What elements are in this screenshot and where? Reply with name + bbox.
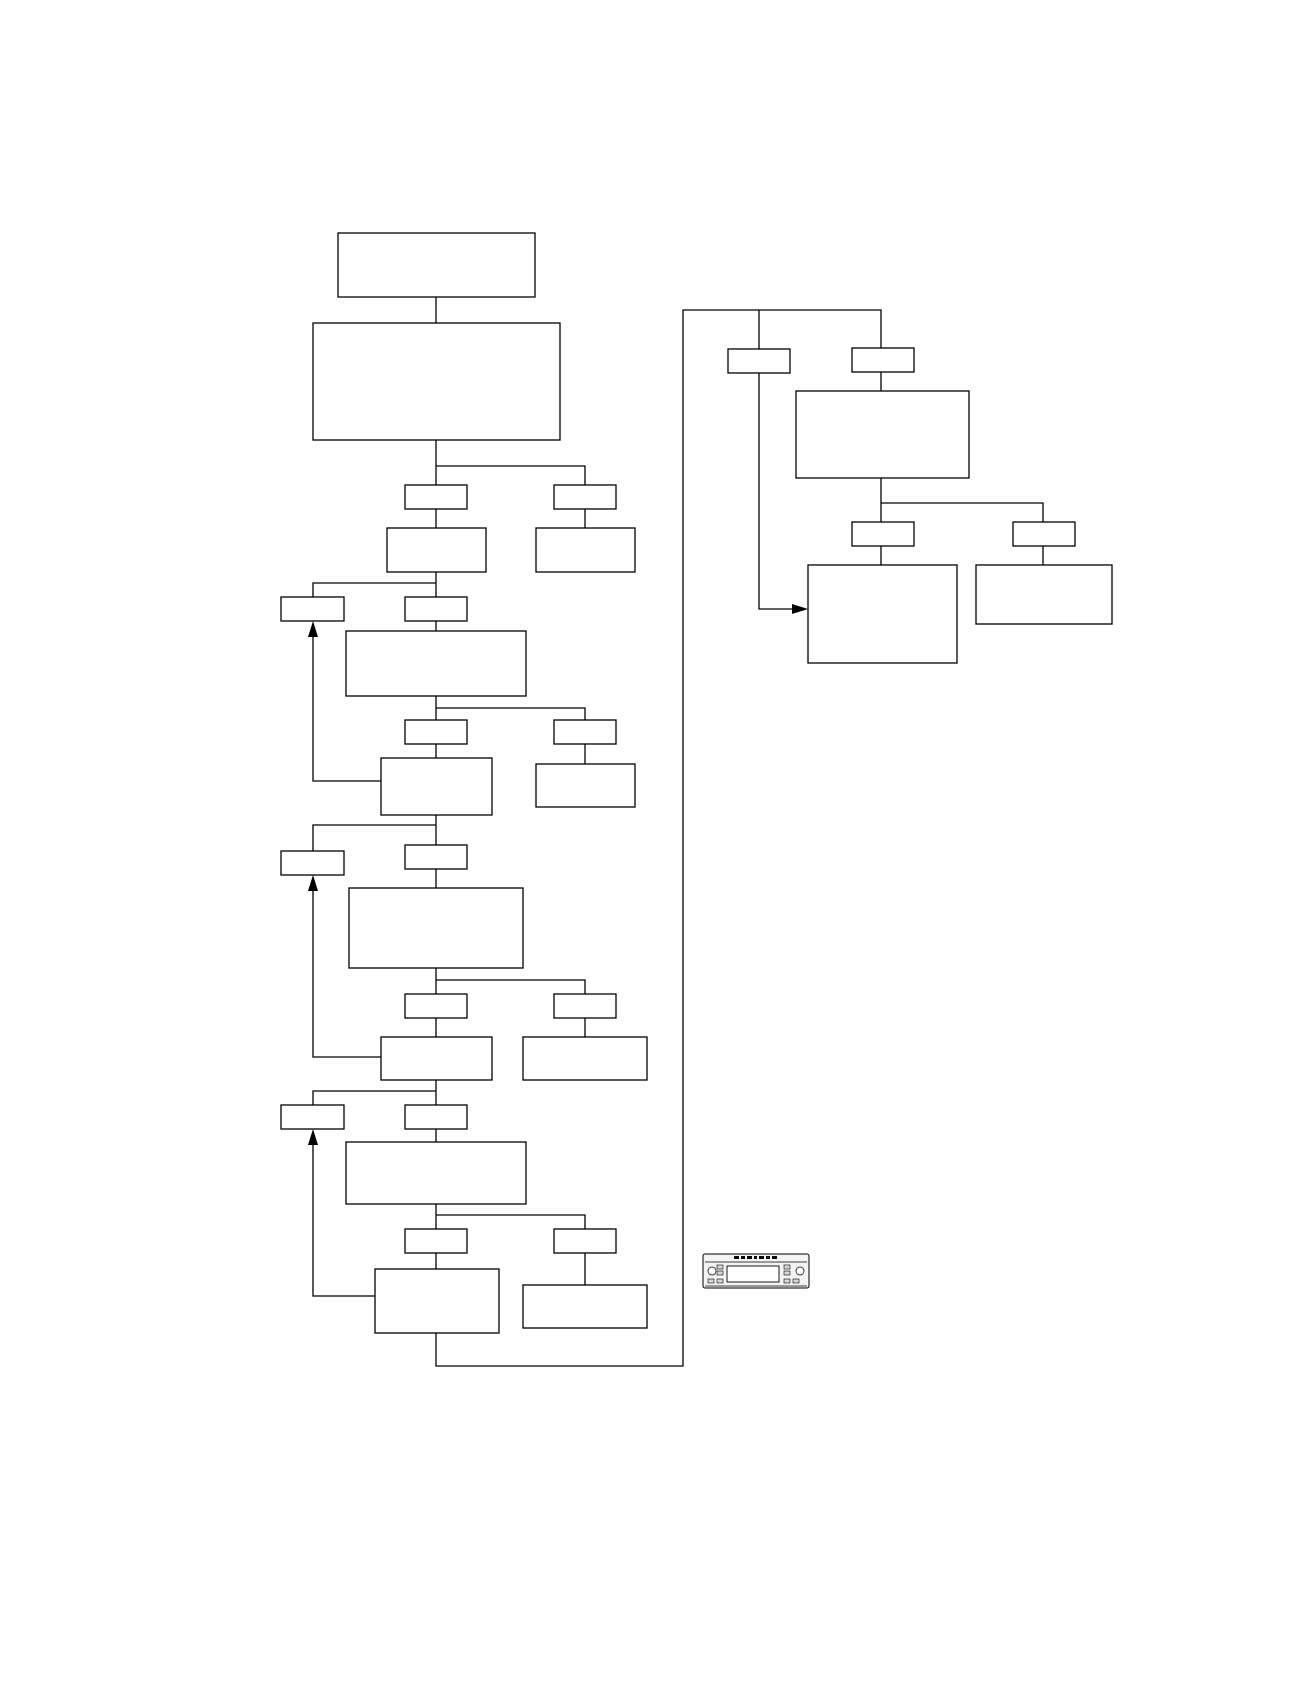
connector-branch-a-to-step-10 xyxy=(758,373,794,610)
radio-left-knob xyxy=(707,1266,717,1276)
connector-step-2-to-loop-1 xyxy=(312,582,436,597)
step-8-box xyxy=(374,1268,500,1334)
connector-step-9-to-decision-8-no xyxy=(881,502,1044,522)
decision-7-yes-label xyxy=(404,1228,468,1254)
decision-6-yes-label xyxy=(404,1104,468,1130)
radio-left-button-2 xyxy=(716,1270,724,1276)
connector-step-8-to-right-column xyxy=(435,309,882,1367)
connector-step-4-to-loop-2 xyxy=(312,824,436,851)
decision-3-yes-label xyxy=(404,719,468,745)
radio-head-unit-illustration xyxy=(702,1253,810,1289)
radio-right-button-2 xyxy=(783,1270,791,1276)
radio-left-button-1 xyxy=(716,1264,724,1270)
connector-step-5-to-decision-5-no xyxy=(436,979,586,994)
step-7-box xyxy=(345,1141,527,1205)
decision-2-yes-label xyxy=(404,596,468,622)
step-2-box xyxy=(386,527,487,573)
decision-1-no-label xyxy=(553,484,617,510)
decision-3-no-label xyxy=(553,719,617,745)
connector-step-3-to-decision-3-no xyxy=(436,707,586,720)
arrowhead-loop-3 xyxy=(308,1129,318,1145)
step-4-box xyxy=(380,757,493,816)
connector-step-1-to-decision-1-no xyxy=(436,465,586,485)
radio-right-knob xyxy=(795,1266,805,1276)
step-9-box xyxy=(795,390,970,479)
branch-a-label xyxy=(727,348,791,374)
decision-8-yes-label xyxy=(851,521,915,547)
decision-7-no-label xyxy=(553,1228,617,1254)
decision-8-no-label xyxy=(1012,521,1076,547)
end-5-box xyxy=(975,564,1113,625)
decision-5-no-label xyxy=(553,993,617,1019)
radio-display xyxy=(726,1265,780,1283)
step-5-box xyxy=(348,887,524,969)
start-box xyxy=(337,232,536,298)
branch-b-label xyxy=(851,347,915,373)
end-4-box xyxy=(522,1284,648,1329)
arrowhead-loop-1 xyxy=(308,621,318,637)
connector-step-7-to-decision-7-no xyxy=(436,1214,586,1229)
step-10-box xyxy=(807,564,958,664)
end-3-box xyxy=(522,1036,648,1081)
arrowhead-loop-2 xyxy=(308,875,318,891)
end-1-box xyxy=(535,527,636,573)
step-1-box xyxy=(312,322,561,441)
connector-step-6-loop-back-2 xyxy=(312,890,381,1058)
decision-1-yes-label xyxy=(404,484,468,510)
radio-left-button-3 xyxy=(707,1278,715,1284)
decision-5-yes-label xyxy=(404,993,468,1019)
radio-label-marks xyxy=(734,1256,777,1259)
radio-left-button-4 xyxy=(716,1278,724,1284)
arrowhead-branch-a xyxy=(792,604,808,614)
radio-right-button-4 xyxy=(792,1278,800,1284)
loop-2-label xyxy=(280,850,345,876)
connector-step-6-to-loop-3 xyxy=(312,1090,436,1105)
step-3-box xyxy=(345,630,527,697)
connector-step-8-loop-back-3 xyxy=(312,1144,375,1297)
radio-right-button-3 xyxy=(783,1278,791,1284)
connector-step-4-loop-back-1 xyxy=(312,636,381,782)
loop-3-label xyxy=(280,1104,345,1130)
end-2-box xyxy=(535,763,636,808)
decision-4-yes-label xyxy=(404,844,468,870)
loop-1-label xyxy=(280,596,345,622)
radio-right-button-1 xyxy=(783,1264,791,1270)
step-6-box xyxy=(380,1036,493,1081)
